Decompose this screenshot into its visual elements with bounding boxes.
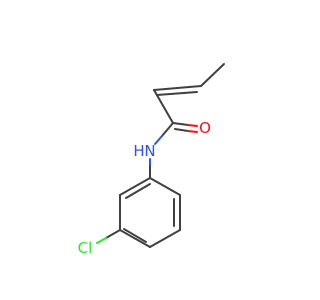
bond-carbonyl-n-blue [154, 135, 163, 145]
ring-bond-4 [119, 229, 151, 248]
bond-ring-cl-green [96, 237, 107, 244]
bond-carbonyl-double-inner-o [187, 130, 198, 133]
bond-carbonyl-n [161, 122, 174, 137]
structure-canvas: O N H Cl [78, 63, 225, 257]
ring-inner-bond-2 [123, 228, 147, 243]
bond-carbonyl-double-o [187, 124, 198, 127]
bond-alkene-double [153, 85, 202, 91]
ring-bond-1 [149, 177, 181, 196]
bond-alkene-double-inner [156, 91, 198, 96]
ring-bond-6 [119, 177, 151, 196]
chlorine-atom-label: Cl [78, 239, 93, 257]
oxygen-atom-label: O [199, 119, 211, 137]
bond-carbonyl-double [172, 122, 189, 126]
hydrogen-atom-label: H [133, 142, 144, 160]
bond-carbonyl-double-inner [174, 128, 189, 132]
nitrogen-atom-label: N [144, 142, 155, 160]
ring-inner-bond-3 [125, 183, 151, 199]
bond-ring-cl [105, 229, 121, 239]
bond-methyl-vinyl [200, 63, 225, 87]
molecule-drawing: O N H Cl [78, 63, 225, 257]
ring-bond-3 [149, 229, 181, 248]
bond-alkene-carbonyl [153, 89, 174, 124]
